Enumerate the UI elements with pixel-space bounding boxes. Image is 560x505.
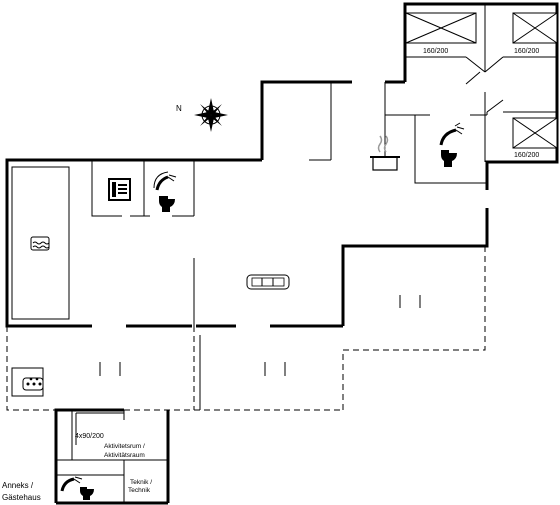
double-bed-icon [405, 12, 477, 44]
bedroom-1-bed-label: 160/200 [423, 48, 448, 55]
interior-walls [91, 4, 557, 326]
sofa-icon [246, 274, 290, 290]
spa-icon [11, 367, 44, 397]
annex-bed-label: 4x90/200 [75, 433, 104, 440]
shower-toilet-icon [60, 476, 94, 500]
annex-label-line1: Anneks / [2, 481, 34, 490]
kitchen-pot-icon [370, 135, 400, 171]
technical-room-label-line2: Technik [128, 487, 151, 494]
pool-icon [30, 236, 50, 251]
compass-rose-icon [194, 98, 228, 132]
compass-north-label: N [176, 104, 182, 113]
annex-building [54, 408, 170, 505]
activity-room-label-line2: Aktivitätsraum [104, 452, 145, 459]
shower-toilet-icon [439, 122, 465, 167]
door-markers [99, 295, 421, 410]
activity-room-label-line1: Aktivitetsrum / [104, 443, 145, 450]
bedroom-2-bed-label: 160/200 [514, 48, 539, 55]
pool [11, 166, 70, 320]
technical-room-label-line1: Teknik / [130, 479, 152, 486]
exterior-walls [5, 2, 559, 328]
terrace-outline [6, 246, 486, 411]
shower-toilet-icon [153, 171, 177, 212]
double-bed-icon [512, 12, 558, 44]
bedroom-3-bed-label: 160/200 [514, 152, 539, 159]
annex-label-line2: Gästehaus [2, 493, 41, 502]
washing-machine-icon [108, 178, 131, 201]
double-bed-icon [512, 117, 558, 149]
